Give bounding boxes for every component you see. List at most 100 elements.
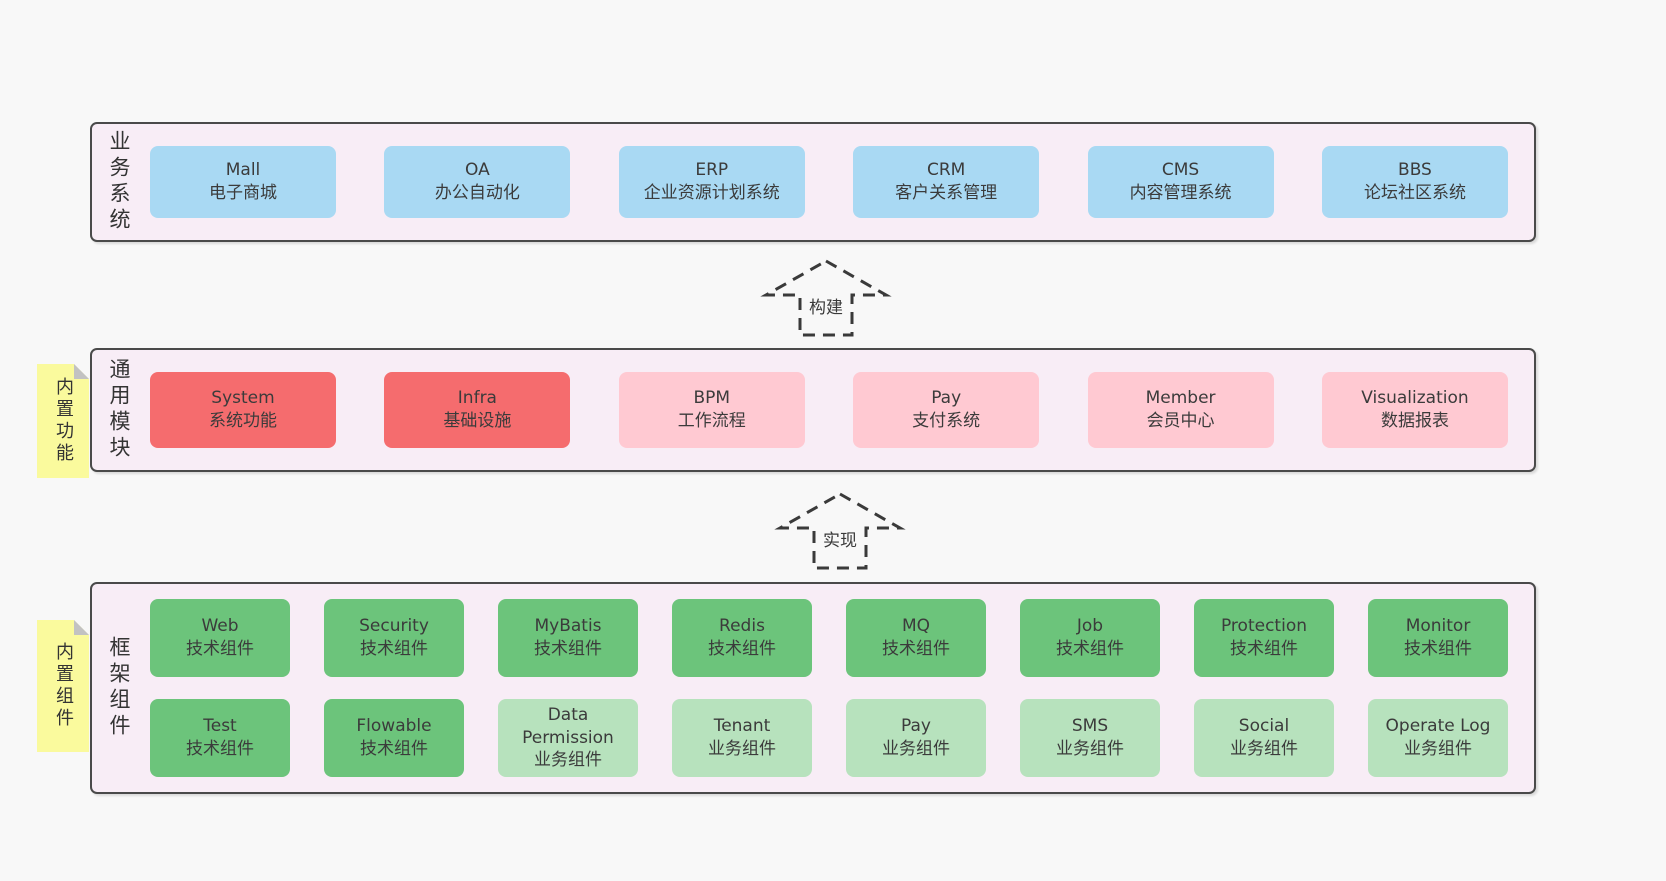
panel-side-label: 框架组件 [107, 636, 131, 740]
box-title: System [211, 388, 275, 409]
box-title: Data Permission [522, 704, 614, 748]
box-title: Job [1076, 616, 1104, 637]
box-subtitle: 业务组件 [1230, 739, 1298, 759]
box-subtitle: 支付系统 [912, 411, 981, 431]
box-subtitle: 技术组件 [708, 639, 776, 659]
box-subtitle: 业务组件 [534, 750, 602, 771]
box-title: OA [465, 160, 490, 181]
box-subtitle: 会员中心 [1146, 411, 1215, 431]
sticky-note-built-in-functions: 内置功能 [37, 364, 89, 478]
panel-side-label: 业务系统 [107, 130, 131, 234]
box-title: Operate Log [1385, 716, 1491, 737]
dashed-up-arrow-icon [760, 259, 892, 337]
box-subtitle: 技术组件 [186, 739, 254, 759]
box-subtitle: 技术组件 [1056, 639, 1124, 659]
box-title: Redis [719, 616, 765, 637]
box-subtitle: 基础设施 [443, 411, 512, 431]
box-title: Infra [457, 388, 497, 409]
box-subtitle: 技术组件 [186, 639, 254, 659]
box-subtitle: 业务组件 [1056, 739, 1124, 759]
sticky-fold-corner [74, 364, 89, 379]
box-title: Test [203, 716, 237, 737]
box-subtitle: 技术组件 [1230, 639, 1298, 659]
box-title: Web [201, 616, 239, 637]
box-title: CMS [1161, 160, 1200, 181]
box-title: CRM [926, 160, 966, 181]
box-subtitle: 业务组件 [708, 739, 776, 759]
box-subtitle: 办公自动化 [434, 183, 520, 203]
sticky-note-built-in-components: 内置组件 [37, 620, 89, 752]
box-subtitle: 业务组件 [1404, 739, 1472, 759]
implement-arrow: 实现 [770, 488, 910, 574]
arrow-label-implement: 实现 [818, 526, 862, 551]
box-subtitle: 电子商城 [209, 183, 277, 203]
box-title: Social [1238, 716, 1290, 737]
box-title: Mall [225, 160, 261, 181]
box-title: MQ [901, 616, 931, 637]
box-title: Flowable [356, 716, 432, 737]
box-title: Pay [931, 388, 962, 409]
box-subtitle: 内容管理系统 [1129, 183, 1232, 203]
box-subtitle: 工作流程 [677, 411, 746, 431]
panel-side-label: 通用模块 [107, 358, 131, 462]
arrow-label-build: 构建 [804, 293, 848, 318]
box-subtitle: 企业资源计划系统 [643, 183, 780, 203]
box-title: ERP [695, 160, 729, 181]
box-title: Monitor [1405, 616, 1471, 637]
box-subtitle: 技术组件 [360, 639, 428, 659]
box-title: Pay [901, 716, 931, 737]
box-title: BPM [693, 388, 731, 409]
box-subtitle: 技术组件 [1404, 639, 1472, 659]
box-title: Security [359, 616, 429, 637]
box-title: SMS [1071, 716, 1109, 737]
box-subtitle: 技术组件 [882, 639, 950, 659]
box-subtitle: 论坛社区系统 [1363, 183, 1466, 203]
box-subtitle: 客户关系管理 [895, 183, 998, 203]
box-title: MyBatis [534, 616, 602, 637]
box-subtitle: 系统功能 [209, 411, 277, 431]
box-title: Tenant [713, 716, 771, 737]
sticky-fold-corner [74, 620, 89, 635]
box-subtitle: 技术组件 [360, 739, 428, 759]
box-title: BBS [1398, 160, 1432, 181]
box-subtitle: 业务组件 [882, 739, 950, 759]
dashed-up-arrow-icon [774, 492, 906, 570]
box-title: Protection [1220, 616, 1307, 637]
